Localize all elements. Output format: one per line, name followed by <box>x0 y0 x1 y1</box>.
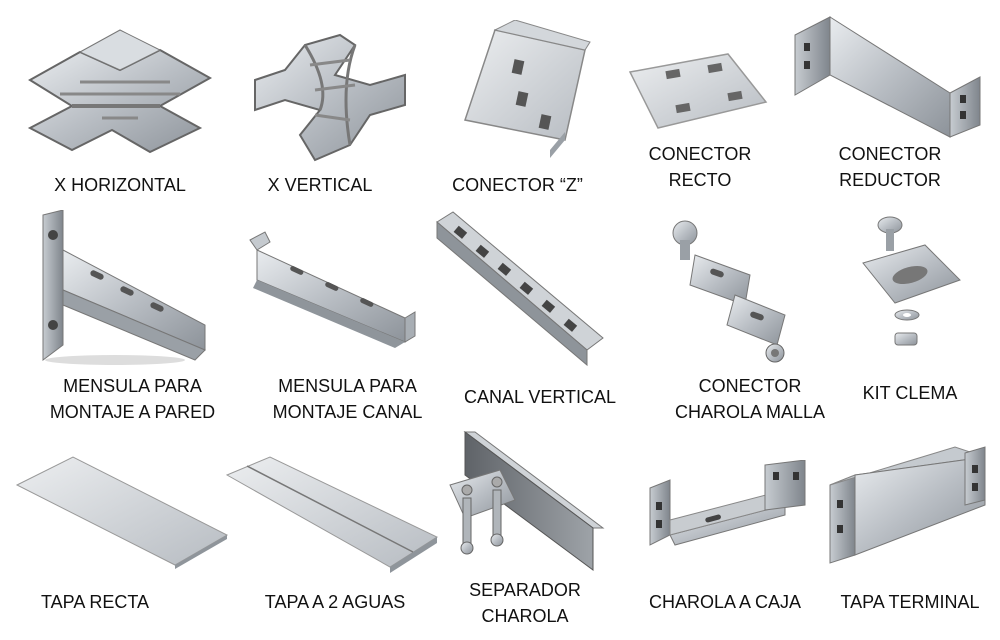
straight-cover-icon <box>15 455 230 570</box>
product-label: TAPA RECTA <box>40 592 150 612</box>
product-label: CHAROLA A CAJA <box>648 592 802 612</box>
product-label: X VERTICAL <box>267 175 373 195</box>
product-label: CONECTOR RECTO <box>648 144 752 190</box>
product-label: CONECTOR REDUCTOR <box>838 144 942 190</box>
x-vertical-tray-icon <box>245 15 415 165</box>
straight-connector-icon <box>628 52 768 132</box>
z-connector-icon <box>455 20 595 160</box>
peaked-cover-icon <box>225 455 440 575</box>
product-label: X HORIZONTAL <box>54 175 186 195</box>
product-label: TAPA A 2 AGUAS <box>264 592 406 612</box>
product-label: TAPA TERMINAL <box>840 592 980 612</box>
clamp-kit-icon <box>855 215 965 355</box>
product-label: MENSULA PARA MONTAJE CANAL <box>272 376 423 422</box>
tray-to-box-icon <box>645 460 810 555</box>
x-horizontal-tray-icon <box>20 10 220 160</box>
product-label: MENSULA PARA MONTAJE A PARED <box>49 376 216 422</box>
product-label: KIT CLEMA <box>862 383 958 403</box>
end-cover-icon <box>825 445 990 565</box>
wall-bracket-icon <box>35 210 215 370</box>
vertical-channel-icon <box>435 210 605 370</box>
mesh-tray-connector-icon <box>665 215 795 365</box>
product-label: CONECTOR CHAROLA MALLA <box>674 376 826 422</box>
channel-bracket-icon <box>245 230 420 350</box>
reducer-connector-icon <box>790 15 990 145</box>
product-label: CANAL VERTICAL <box>463 387 617 407</box>
product-label: CONECTOR “Z” <box>452 175 583 195</box>
product-label: SEPARADOR CHAROLA <box>469 580 581 626</box>
tray-separator-icon <box>445 430 605 575</box>
